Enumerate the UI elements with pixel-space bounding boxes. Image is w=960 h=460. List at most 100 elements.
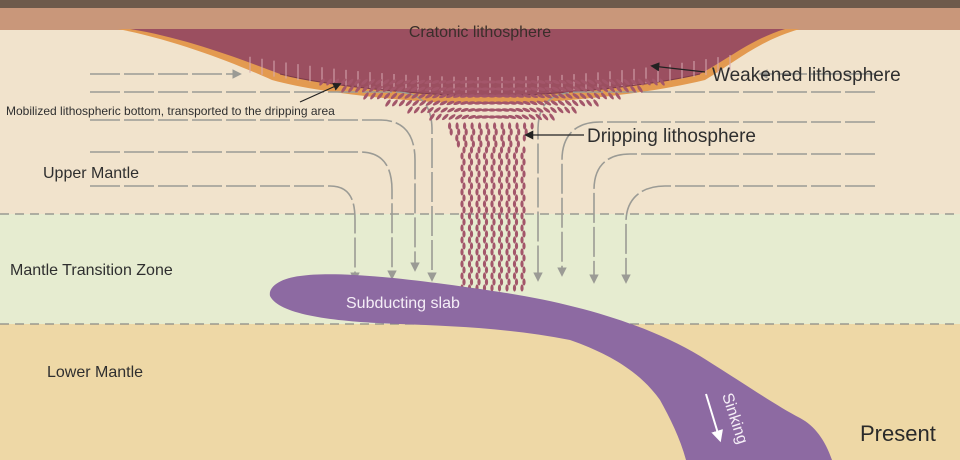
drip-blob bbox=[571, 99, 579, 107]
drip-blob bbox=[494, 115, 503, 119]
top-strip bbox=[0, 0, 960, 8]
drip-blob bbox=[467, 152, 472, 160]
drip-blob bbox=[467, 236, 472, 244]
drip-blob bbox=[501, 140, 505, 148]
drip-blob bbox=[474, 115, 483, 119]
drip-blob bbox=[523, 87, 532, 91]
sinking-arrow bbox=[705, 393, 723, 443]
drip-blob bbox=[571, 106, 577, 114]
drip-blob bbox=[484, 194, 489, 202]
drip-blob bbox=[608, 92, 614, 100]
drip-blob bbox=[425, 100, 434, 106]
drip-blob bbox=[462, 230, 466, 238]
drip-blob bbox=[505, 188, 509, 196]
drip-blob bbox=[580, 79, 588, 85]
drip-blob bbox=[544, 86, 553, 92]
drip-blob bbox=[469, 242, 474, 250]
drip-blob bbox=[484, 158, 489, 166]
drip-blob bbox=[522, 218, 526, 226]
drip-blob bbox=[586, 92, 594, 100]
drip-blob bbox=[508, 87, 518, 91]
drip-blob bbox=[501, 101, 511, 105]
drip-blob bbox=[543, 107, 551, 113]
drip-blob bbox=[462, 254, 466, 262]
drip-blob bbox=[424, 79, 433, 85]
drip-blob bbox=[460, 164, 464, 172]
drip-blob bbox=[475, 236, 479, 244]
drip-blob bbox=[467, 272, 472, 280]
drip-blob bbox=[467, 108, 476, 112]
cratonic-lithosphere-label: Cratonic lithosphere bbox=[409, 24, 551, 41]
drip-blob bbox=[467, 248, 472, 256]
drip-blob bbox=[564, 100, 572, 106]
weakened-leader-line bbox=[650, 62, 706, 73]
drip-blob bbox=[481, 108, 490, 112]
drip-blob bbox=[505, 212, 509, 220]
drip-blob bbox=[501, 94, 511, 98]
drip-blob bbox=[505, 236, 509, 244]
drip-blob bbox=[507, 194, 511, 202]
drip-blob bbox=[404, 93, 412, 99]
drip-blob bbox=[512, 284, 517, 292]
drip-blob bbox=[505, 272, 509, 280]
drip-blob bbox=[522, 242, 526, 250]
drip-blob bbox=[564, 106, 571, 114]
drip-blob bbox=[601, 85, 609, 93]
drip-blob bbox=[482, 248, 487, 256]
drip-blob bbox=[508, 94, 518, 98]
drip-blob bbox=[558, 79, 567, 85]
drip-blob bbox=[369, 85, 376, 93]
drip-blob bbox=[512, 164, 517, 172]
drip-blob bbox=[497, 176, 502, 184]
drip-blob bbox=[485, 134, 489, 142]
drip-blob bbox=[376, 92, 384, 100]
drip-blob bbox=[469, 182, 474, 190]
drip-blob bbox=[485, 122, 489, 130]
drip-blob bbox=[477, 158, 481, 166]
drip-blob bbox=[482, 200, 487, 208]
drip-blob bbox=[460, 248, 464, 256]
drip-blob bbox=[462, 194, 466, 202]
drip-blob bbox=[644, 78, 651, 86]
drip-blob bbox=[432, 100, 441, 106]
drip-blob bbox=[492, 242, 496, 250]
drip-blob bbox=[515, 122, 519, 130]
drip-blob bbox=[411, 93, 419, 99]
drip-blob bbox=[593, 99, 599, 107]
drip-blob bbox=[487, 128, 491, 136]
drip-blob bbox=[520, 188, 524, 196]
drip-blob bbox=[520, 224, 524, 232]
drip-blob bbox=[497, 200, 502, 208]
drip-blob bbox=[462, 242, 466, 250]
drip-blob bbox=[484, 278, 489, 286]
drip-blob bbox=[464, 128, 468, 136]
drip-blob bbox=[487, 80, 497, 84]
drip-blob bbox=[566, 79, 574, 85]
drip-blob bbox=[469, 230, 474, 238]
drip-blob bbox=[355, 85, 362, 93]
drip-blob bbox=[492, 182, 496, 190]
drip-blob bbox=[630, 85, 636, 93]
drip-blob bbox=[484, 206, 489, 214]
drip-blob bbox=[512, 236, 517, 244]
drip-blob bbox=[467, 176, 472, 184]
drip-blob bbox=[490, 164, 494, 172]
drip-blob bbox=[508, 122, 512, 130]
drip-blob bbox=[492, 134, 496, 142]
drip-blob bbox=[479, 128, 483, 136]
drip-blob bbox=[438, 86, 447, 92]
drip-blob bbox=[418, 93, 426, 99]
drip-blob bbox=[490, 248, 494, 256]
drip-blob bbox=[494, 140, 498, 148]
drip-blob bbox=[410, 79, 418, 85]
drip-blob bbox=[487, 108, 497, 112]
drip-blob bbox=[363, 92, 369, 100]
drip-blob bbox=[530, 80, 539, 84]
drip-blob bbox=[467, 260, 472, 268]
drip-blob bbox=[659, 78, 665, 86]
drip-blob bbox=[623, 78, 630, 86]
drip-blob bbox=[515, 94, 525, 98]
drip-blob bbox=[494, 80, 504, 84]
drip-blob bbox=[507, 158, 511, 166]
